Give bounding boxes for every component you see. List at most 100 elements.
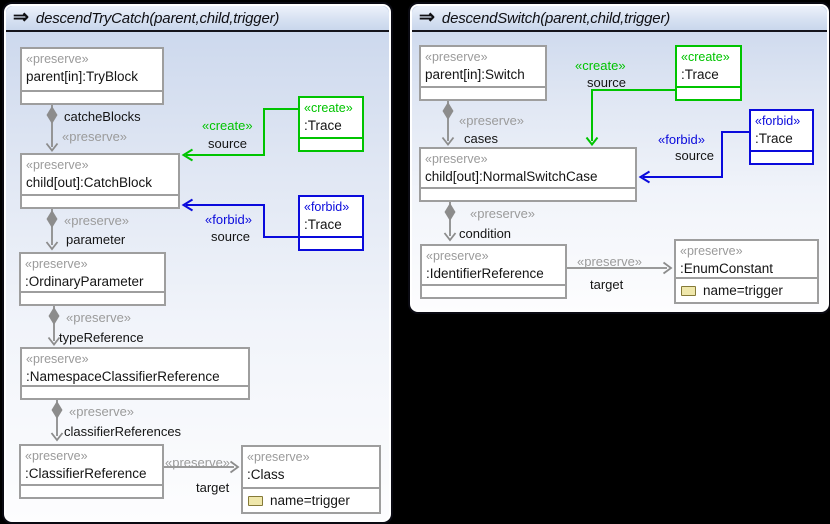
stereotype-label: «preserve» bbox=[425, 50, 488, 64]
node-class[interactable]: «preserve» :Class name=trigger bbox=[241, 445, 381, 514]
rule-arrow-icon: ⇒ bbox=[419, 6, 435, 28]
edge-name-label: source bbox=[675, 148, 715, 163]
edge-name-label: cases bbox=[464, 131, 498, 146]
node-name-label: :ClassifierReference bbox=[25, 466, 147, 481]
attribute-compartment: name=trigger bbox=[676, 277, 817, 302]
edge-stereotype-label: «forbid» bbox=[205, 212, 252, 227]
arrowhead bbox=[50, 432, 64, 442]
edge-stereotype-label: «forbid» bbox=[658, 132, 705, 147]
edge-stereotype-label: «preserve» bbox=[66, 310, 132, 325]
node-namespace-classifier-reference[interactable]: «preserve» :NamespaceClassifierReference bbox=[20, 347, 250, 400]
edge-stereotype-label: «preserve» bbox=[62, 129, 128, 144]
arrowhead bbox=[45, 241, 59, 251]
stereotype-label: «preserve» bbox=[680, 244, 743, 258]
edge-name-label: target bbox=[590, 277, 624, 292]
containment-diamond bbox=[48, 307, 60, 325]
stereotype-label: «preserve» bbox=[25, 257, 88, 271]
edge-stereotype-label: «preserve» bbox=[459, 113, 525, 128]
edge-classifier-references[interactable] bbox=[50, 400, 64, 442]
arrowhead bbox=[181, 148, 194, 162]
rule-canvas: «preserve» parent[in]:Switch «preserve» … bbox=[412, 6, 827, 310]
node-name-label: :EnumConstant bbox=[680, 261, 774, 276]
arrowhead bbox=[181, 198, 194, 212]
attribute-compartment bbox=[21, 291, 164, 304]
edge-catcheblocks[interactable] bbox=[45, 105, 59, 152]
edge-name-label: typeReference bbox=[59, 330, 144, 345]
stereotype-label: «preserve» bbox=[26, 52, 89, 66]
node-parent-tryblock[interactable]: «preserve» parent[in]:TryBlock bbox=[20, 47, 164, 105]
rule-panel-descend-try-catch: ⇒ descendTryCatch(parent,child,trigger) bbox=[2, 2, 393, 524]
edge-parameter[interactable] bbox=[45, 209, 59, 251]
containment-diamond bbox=[444, 203, 456, 221]
node-name-label: child[out]:CatchBlock bbox=[26, 175, 153, 190]
attribute-compartment bbox=[422, 284, 565, 297]
attribute-field-icon bbox=[248, 495, 263, 506]
node-child-normalswitchcase[interactable]: «preserve» child[out]:NormalSwitchCase bbox=[419, 147, 637, 202]
attribute-compartment bbox=[21, 484, 162, 497]
node-name-label: :Class bbox=[247, 467, 285, 482]
node-parent-switch[interactable]: «preserve» parent[in]:Switch bbox=[419, 45, 547, 101]
node-enum-constant[interactable]: «preserve» :EnumConstant name=trigger bbox=[674, 239, 819, 304]
attribute-compartment bbox=[421, 86, 545, 99]
edge-name-label: source bbox=[211, 229, 251, 244]
node-create-trace[interactable]: «create» :Trace bbox=[675, 45, 742, 101]
arrowhead bbox=[47, 336, 61, 346]
attribute-compartment: name=trigger bbox=[243, 487, 379, 512]
stereotype-label: «preserve» bbox=[425, 152, 488, 166]
attribute-field-icon bbox=[681, 285, 696, 296]
node-forbid-trace[interactable]: «forbid» :Trace bbox=[749, 109, 814, 165]
attribute-compartment bbox=[22, 90, 162, 103]
edge-name-label: catcheBlocks bbox=[64, 109, 141, 124]
rule-header-descend-switch[interactable]: ⇒ descendSwitch(parent,child,trigger) bbox=[412, 6, 827, 32]
edge-name-label: parameter bbox=[66, 232, 126, 247]
node-ordinary-parameter[interactable]: «preserve» :OrdinaryParameter bbox=[19, 252, 166, 306]
edge-stereotype-label: «preserve» bbox=[64, 213, 130, 228]
arrowhead bbox=[45, 142, 59, 152]
arrowhead bbox=[638, 170, 651, 184]
node-name-label: :Trace bbox=[304, 217, 342, 232]
stereotype-label: «forbid» bbox=[755, 114, 801, 128]
edge-cases[interactable] bbox=[441, 101, 455, 146]
rule-canvas: «preserve» parent[in]:TryBlock «preserve… bbox=[6, 6, 389, 520]
attribute-compartment bbox=[751, 150, 812, 163]
stereotype-label: «preserve» bbox=[426, 249, 489, 263]
node-name-label: :Trace bbox=[755, 131, 793, 146]
attribute-compartment bbox=[300, 236, 362, 249]
node-name-label: :IdentifierReference bbox=[426, 266, 544, 281]
arrowhead bbox=[441, 136, 455, 146]
arrowhead bbox=[229, 460, 240, 474]
stereotype-label: «preserve» bbox=[26, 352, 89, 366]
node-forbid-trace[interactable]: «forbid» :Trace bbox=[298, 195, 364, 251]
containment-diamond bbox=[46, 106, 58, 124]
edge-stereotype-label: «preserve» bbox=[470, 206, 536, 221]
attribute-compartment bbox=[677, 86, 740, 99]
containment-diamond bbox=[51, 401, 63, 419]
node-name-label: :Trace bbox=[681, 67, 719, 82]
rule-title: descendSwitch(parent,child,trigger) bbox=[441, 9, 671, 27]
edge-condition[interactable] bbox=[443, 202, 457, 242]
rule-panel-descend-switch: ⇒ descendSwitch(parent,child,trigger) bbox=[408, 2, 830, 314]
edge-name-label: condition bbox=[459, 226, 512, 241]
edge-type-reference[interactable] bbox=[47, 306, 61, 346]
node-name-label: :Trace bbox=[304, 118, 342, 133]
attribute-compartment bbox=[300, 137, 362, 150]
edge-stereotype-label: «create» bbox=[202, 118, 253, 133]
attribute-compartment bbox=[421, 187, 635, 200]
edge-stereotype-label: «preserve» bbox=[165, 455, 231, 470]
node-classifier-reference[interactable]: «preserve» :ClassifierReference bbox=[19, 444, 164, 499]
containment-diamond bbox=[46, 210, 58, 228]
rule-header-descend-try-catch[interactable]: ⇒ descendTryCatch(parent,child,trigger) bbox=[6, 6, 389, 32]
edge-create-source[interactable] bbox=[181, 108, 299, 162]
edge-stereotype-label: «preserve» bbox=[577, 254, 643, 269]
edge-stereotype-label: «create» bbox=[575, 58, 626, 73]
node-child-catchblock[interactable]: «preserve» child[out]:CatchBlock bbox=[20, 153, 180, 209]
attribute-label: name=trigger bbox=[270, 493, 350, 508]
stereotype-label: «preserve» bbox=[26, 158, 89, 172]
node-name-label: child[out]:NormalSwitchCase bbox=[425, 169, 598, 184]
node-identifier-reference[interactable]: «preserve» :IdentifierReference bbox=[420, 244, 567, 299]
edge-name-label: source bbox=[587, 75, 627, 90]
stereotype-label: «forbid» bbox=[304, 200, 350, 214]
arrowhead bbox=[585, 136, 599, 147]
attribute-compartment bbox=[22, 194, 178, 207]
node-create-trace[interactable]: «create» :Trace bbox=[298, 96, 364, 152]
